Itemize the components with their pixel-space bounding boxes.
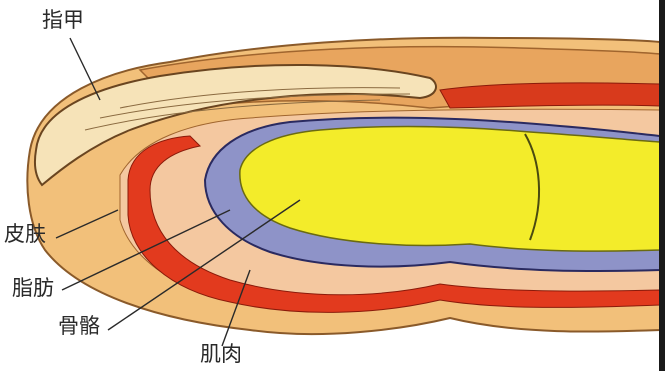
label-nail: 指甲 (42, 10, 84, 31)
label-muscle: 肌肉 (200, 344, 242, 365)
label-skin: 皮肤 (4, 224, 46, 245)
page-edge-border (659, 0, 665, 371)
label-bone: 骨骼 (58, 316, 100, 337)
bone-interior (240, 126, 660, 251)
upper-muscle-strip (440, 83, 660, 108)
label-fat: 脂肪 (12, 278, 54, 299)
